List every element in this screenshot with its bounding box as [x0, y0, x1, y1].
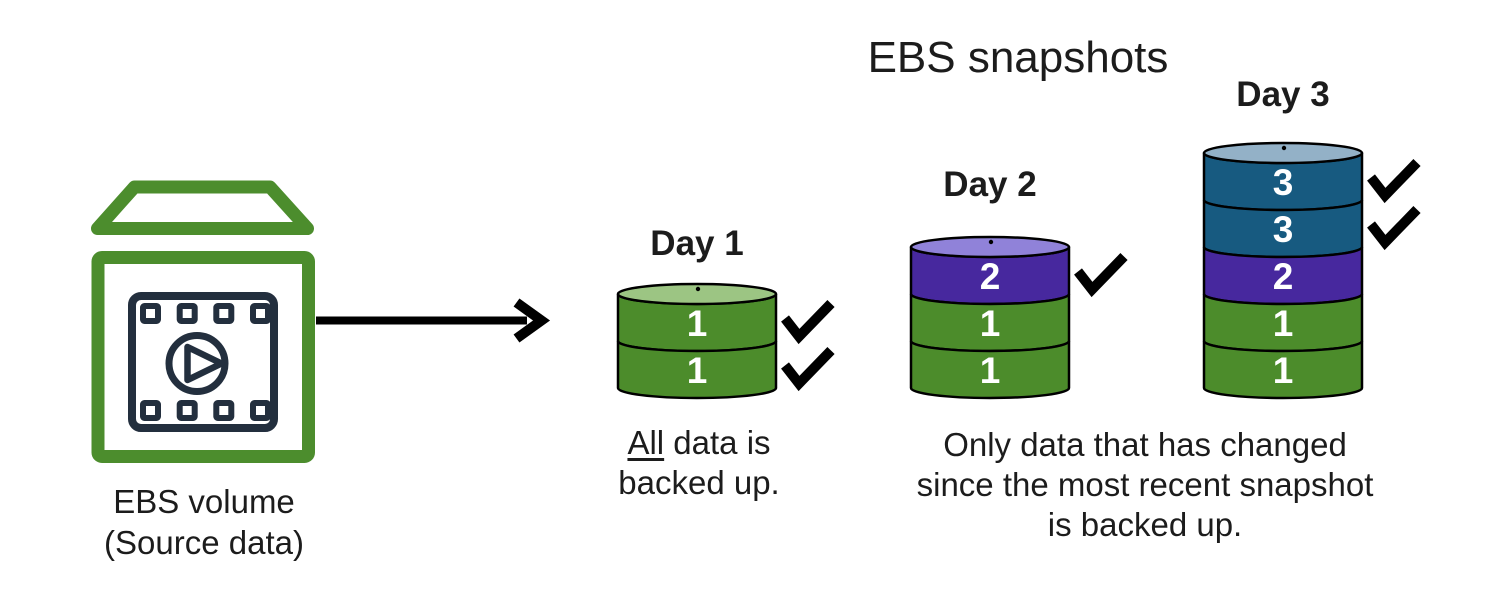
film-perforation — [250, 400, 271, 421]
layer-number: 2 — [1273, 256, 1294, 297]
layer-number: 2 — [980, 256, 1001, 297]
film-frame — [128, 292, 278, 432]
layer-number: 3 — [1273, 162, 1294, 203]
full-backup-caption-line1: All data is — [587, 423, 811, 463]
snapshot-layer — [616, 340, 778, 400]
film-perforation — [176, 400, 198, 421]
film-perforation — [250, 303, 271, 324]
volume-label-line1: EBS volume — [113, 483, 295, 520]
page-title: EBS snapshots — [867, 33, 1169, 82]
incremental-caption-line2: since the most recent snapshot — [916, 466, 1374, 503]
incremental-caption-line3: is backed up. — [1047, 506, 1243, 543]
underlined-word: All — [627, 424, 665, 461]
cylinder-top-notch — [1281, 145, 1287, 151]
day1-label: Day 1 — [650, 224, 744, 263]
check-icon — [1074, 253, 1128, 298]
snapshot-layer — [1202, 340, 1364, 400]
film-perforation — [140, 303, 161, 324]
cylinder-top — [616, 282, 778, 306]
arrow-head — [513, 298, 551, 343]
check-icon — [781, 300, 835, 345]
film-perforation — [213, 400, 235, 421]
snapshot-stack-3: 3 3 2 1 1 — [1202, 141, 1421, 400]
layer-number: 1 — [687, 350, 708, 391]
play-circle-icon — [165, 332, 229, 395]
check-icon — [1367, 206, 1421, 251]
ebs-volume-icon — [91, 180, 315, 463]
film-media-icon — [128, 292, 278, 432]
film-perforation — [140, 400, 161, 421]
arrow-right-icon — [316, 298, 551, 343]
layer-number: 3 — [1273, 209, 1294, 250]
full-backup-caption-line2: backed up. — [618, 464, 780, 501]
incremental-backup-caption: Only data that has changed since the mos… — [878, 425, 1412, 545]
volume-box-shape — [91, 251, 315, 463]
check-icon — [781, 347, 835, 392]
caption-rest: data is — [664, 424, 771, 461]
layer-number: 1 — [980, 303, 1001, 344]
check-icon — [1367, 159, 1421, 204]
snapshot-stack-2: 2 1 1 — [909, 235, 1128, 400]
layer-number: 1 — [1273, 350, 1294, 391]
layer-number: 1 — [980, 350, 1001, 391]
cylinder-top-notch — [695, 286, 701, 292]
layer-number: 1 — [1273, 303, 1294, 344]
incremental-caption-line1: Only data that has changed — [943, 426, 1347, 463]
cylinder-top-notch — [988, 239, 994, 245]
film-perforation — [213, 303, 235, 324]
day3-label: Day 3 — [1236, 75, 1330, 114]
cylinder-top — [909, 235, 1071, 259]
play-triangle-icon — [184, 343, 225, 384]
day2-label: Day 2 — [943, 165, 1037, 204]
volume-lid-shape — [91, 180, 314, 235]
snapshot-layer — [909, 340, 1071, 400]
volume-label: EBS volume (Source data) — [62, 481, 346, 563]
full-backup-caption: All data is backed up. — [587, 423, 811, 503]
snapshot-stack-1: 11 — [616, 282, 835, 400]
film-perforation — [176, 303, 198, 324]
cylinder-top — [1202, 141, 1364, 165]
volume-label-line2: (Source data) — [104, 524, 304, 561]
layer-number: 1 — [687, 303, 708, 344]
